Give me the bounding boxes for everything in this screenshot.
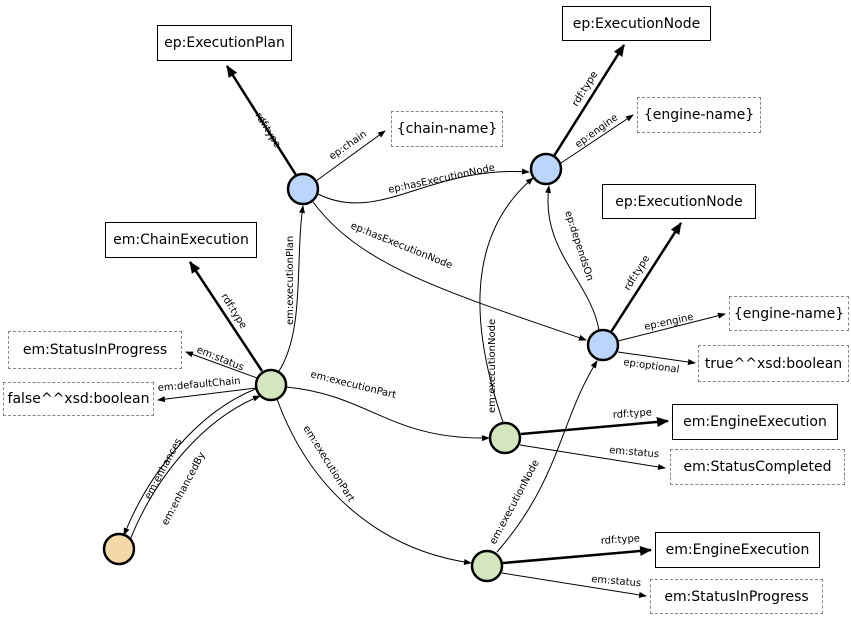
literal-status-in-progress-1[interactable]: em:StatusInProgress bbox=[8, 331, 182, 369]
edge-node2-type bbox=[609, 222, 683, 333]
edge-chain-execution-plan bbox=[278, 205, 305, 372]
edge-chain-status bbox=[185, 351, 258, 379]
class-execution-node-2[interactable]: ep:ExecutionNode bbox=[602, 184, 756, 219]
edge-chain-part-2 bbox=[276, 398, 472, 565]
edge-chain-type bbox=[188, 261, 264, 372]
literal-true-boolean[interactable]: true^^xsd:boolean bbox=[698, 345, 849, 382]
node-enhancing-execution[interactable] bbox=[102, 532, 136, 566]
literal-status-in-progress-2[interactable]: em:StatusInProgress bbox=[650, 579, 823, 614]
edge-engine2-type bbox=[502, 545, 652, 565]
edge-plan-chain bbox=[315, 130, 386, 182]
label-engine2-status: em:status bbox=[591, 574, 642, 589]
label-chain-execution-plan: em:executionPlan bbox=[285, 236, 296, 325]
edge-engine1-type bbox=[520, 416, 669, 436]
label-node2-depends-on: ep:dependsOn bbox=[562, 210, 595, 283]
node-execution-node-2[interactable] bbox=[586, 328, 620, 362]
label-plan-has-node-2: ep:hasExecutionNode bbox=[349, 221, 454, 272]
literal-status-completed[interactable]: em:StatusCompleted bbox=[670, 449, 845, 485]
edge-engine2-status bbox=[501, 572, 647, 598]
node-engine-execution-2[interactable] bbox=[470, 549, 504, 583]
edge-enhanced-by bbox=[129, 395, 261, 541]
edge-node2-depends-on bbox=[545, 185, 600, 331]
class-chain-execution[interactable]: em:ChainExecution bbox=[105, 222, 257, 258]
node-chain-execution[interactable] bbox=[254, 368, 288, 402]
class-engine-execution-1[interactable]: em:EngineExecution bbox=[672, 404, 838, 440]
node-execution-plan[interactable] bbox=[286, 172, 320, 206]
label-plan-type: rdf:type bbox=[252, 111, 282, 150]
edge-plan-type bbox=[225, 65, 298, 176]
edge-node2-optional bbox=[617, 351, 696, 365]
node-engine-execution-1[interactable] bbox=[488, 421, 522, 455]
label-chain-part-2: em:executionPart bbox=[300, 424, 356, 504]
edge-engine1-status bbox=[519, 444, 666, 470]
label-node1-engine: ep:engine bbox=[573, 112, 620, 150]
edge-node1-type bbox=[552, 44, 626, 157]
label-plan-has-node-1: ep:hasExecutionNode bbox=[387, 163, 496, 196]
edge-plan-has-node-1 bbox=[317, 168, 530, 204]
label-chain-part-1: em:executionPart bbox=[309, 369, 397, 401]
label-node2-engine: ep:engine bbox=[643, 312, 694, 333]
label-engine1-status: em:status bbox=[609, 445, 660, 460]
edge-plan-has-node-2 bbox=[312, 201, 587, 341]
class-execution-node-1[interactable]: ep:ExecutionNode bbox=[562, 6, 711, 41]
literal-chain-name[interactable]: {chain-name} bbox=[391, 111, 503, 147]
label-engine1-type: rdf:type bbox=[612, 407, 652, 421]
edge-node1-engine bbox=[560, 114, 634, 164]
edge-node2-engine bbox=[617, 312, 726, 342]
edge-chain-part-1 bbox=[285, 386, 490, 442]
literal-engine-name-1[interactable]: {engine-name} bbox=[637, 97, 761, 133]
edge-engine2-node bbox=[496, 360, 598, 553]
edge-engine1-node bbox=[479, 177, 534, 423]
class-execution-plan[interactable]: ep:ExecutionPlan bbox=[157, 25, 292, 61]
edge-chain-default bbox=[157, 387, 257, 403]
label-chain-status: em:status bbox=[195, 345, 245, 374]
literal-engine-name-2[interactable]: {engine-name} bbox=[729, 296, 849, 331]
label-engine2-type: rdf:type bbox=[600, 533, 640, 547]
literal-false-boolean[interactable]: false^^xsd:boolean bbox=[3, 382, 154, 416]
node-execution-node-1[interactable] bbox=[529, 152, 563, 186]
edge-enhances bbox=[123, 387, 259, 536]
label-engine1-node: em:executionNode bbox=[487, 319, 498, 413]
class-engine-execution-2[interactable]: em:EngineExecution bbox=[655, 532, 820, 568]
label-engine2-node: em:executionNode bbox=[488, 458, 542, 546]
